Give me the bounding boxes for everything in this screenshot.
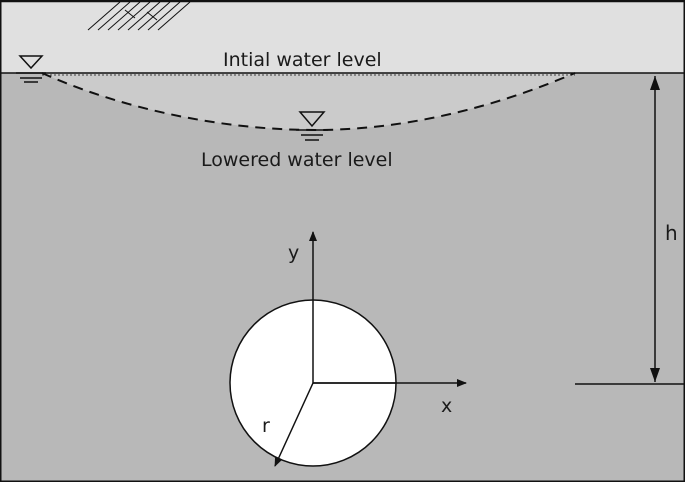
radius-line <box>274 382 314 467</box>
initial-water-level-label: Intial water level <box>223 49 382 71</box>
depth-arrow-bottom-icon <box>650 368 660 382</box>
ground-hatch <box>87 1 191 31</box>
y-axis-label: y <box>288 242 299 264</box>
sky-region <box>0 0 685 73</box>
lowered-water-level-label: Lowered water level <box>201 149 393 171</box>
initial-water-level-symbol-icon <box>16 55 46 83</box>
radius-label: r <box>262 415 270 437</box>
x-axis-label: x <box>441 395 452 417</box>
depth-label: h <box>665 221 678 245</box>
lowered-water-level-symbol-icon <box>296 111 328 141</box>
depth-arrow-top-icon <box>650 76 660 90</box>
